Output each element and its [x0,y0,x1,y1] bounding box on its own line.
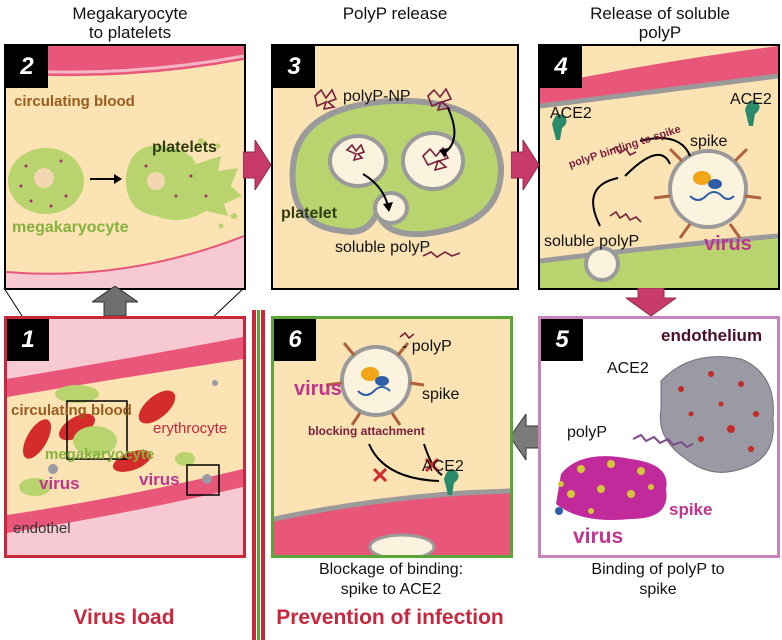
panel4-title-line1: Release of soluble [590,4,730,23]
p6-polyp-label: - polyP [402,338,452,355]
p5-ace2-label: ACE2 [607,360,649,377]
p4-polyp-binding-label: polyP binding to spike [567,123,682,171]
panel-1-number: 1 [7,319,49,361]
granule-right [401,131,465,191]
p6-virus-label: virus [294,378,342,400]
p1-endothel-label: endothel [13,520,71,537]
p1-virus-particle-1 [48,464,58,474]
arrow-4-to-5 [626,288,676,316]
p5-polyp-chain [632,433,694,449]
p1-virus-left-label: virus [39,474,80,493]
panel-4: ACE2 ACE2 polyP binding to spike spike s… [538,44,780,290]
erythrocyte-2 [138,390,176,424]
polyp-nanoparticles [314,87,453,172]
panel-1: circulating blood erythrocyte megakaryoc… [4,316,246,558]
panel2-title: Megakaryocyte to platelets [10,4,250,42]
platelet-cell [289,97,505,238]
p6-vessel [274,491,510,555]
panel-2-number: 2 [6,46,48,88]
arrow-5-to-6 [510,414,540,460]
p6-ace2-receptor [444,469,459,495]
p3-polyp-np-label: polyP-NP [343,88,411,105]
p4-ace2-right-label: ACE2 [730,91,772,108]
p4-soluble-polyp-label: soluble polyP [544,233,639,250]
p1-circulating-blood-label: circulating blood [11,402,132,419]
p6-spikes [325,342,425,426]
p4-ace2-left [552,114,567,140]
panel-3-number: 3 [273,46,315,88]
panel-6-number: 6 [274,319,316,361]
p4-virus-label: virus [704,233,752,255]
panel3-title: PolyP release [342,4,448,23]
panel-4-illustration: ACE2 ACE2 polyP binding to spike spike s… [540,46,778,288]
prevention-label: Prevention of infection [276,606,504,629]
panel2-title-line1: Megakaryocyte [72,4,188,23]
vessel-wall-top [6,46,244,77]
panel2-title-line2: to platelets [88,23,172,42]
fusing-granule [373,191,409,225]
p1-virus-right-label: virus [139,470,180,489]
p5-virus-label: virus [573,525,623,548]
p1-virus-particle-2 [202,474,212,484]
panel-2-illustration: circulating blood platelets megakaryocyt… [6,46,244,288]
p4-spikes [653,147,762,239]
fragmenting-megakaryocyte [125,145,242,220]
p2-circulating-blood-label: circulating blood [14,93,135,110]
p4-ace2-right [745,100,760,126]
panel-3: polyP-NP platelet soluble polyP 3 [271,44,519,290]
p6-block-marks [372,457,440,483]
p5-polyp-label: polyP [567,424,607,441]
arrow-1-to-2 [92,286,138,316]
granule-left [328,134,388,188]
panel-5-number: 5 [541,319,583,361]
vessel-wall-bottom [6,236,244,288]
erythrocyte-3 [112,450,152,472]
panel-2: circulating blood platelets megakaryocyt… [4,44,246,290]
divider-red [252,310,256,640]
p6-ace2-label: ACE2 [422,458,464,475]
erythrocyte-1 [23,419,52,459]
panel4-title-line2: polyP [638,23,682,42]
panel-3-illustration: polyP-NP platelet soluble polyP [281,87,505,258]
panel5-caption-line1: Binding of polyP to [591,561,725,578]
p1-zoom-box-2 [66,400,128,460]
p1-erythrocyte-label: erythrocyte [153,420,227,437]
p4-ace2-left-label: ACE2 [550,105,592,122]
panel-6: - polyP virus spike blocking attachment … [271,316,513,558]
p6-blocking-label: blocking attachment [308,424,425,438]
p1-vessel-bottom [7,469,243,533]
arrow-3-to-4 [511,140,539,190]
p2-megakaryocyte-label: megakaryocyte [12,219,129,236]
panel-5-illustration: endothelium ACE2 polyP spike virus [555,326,774,548]
divider-red-2 [261,310,265,640]
panel-1-illustration: circulating blood erythrocyte megakaryoc… [7,319,243,555]
panel6-caption: Blockage of binding: spike to ACE2 [271,560,511,600]
p1-megakaryocyte-label: megakaryocyte [45,446,154,463]
p1-megakaryocyte-cell [73,426,117,456]
p3-platelet-label: platelet [281,205,338,222]
p2-platelets-label: platelets [152,139,217,156]
panel-5: endothelium ACE2 polyP spike virus 5 [538,316,780,558]
panel-4-number: 4 [540,46,582,88]
p4-spike-label: spike [690,133,727,150]
virus-load-label: Virus load [73,606,175,629]
panel4-title: Release of soluble polyP [538,4,782,42]
panel6-caption-line2: spike to ACE2 [340,581,442,598]
p6-spike-label: spike [422,386,459,403]
panel5-caption-line2: spike [639,581,677,598]
p1-zoom-box-5 [186,464,220,496]
p3-soluble-polyp-label: soluble polyP [335,239,430,256]
arrow-2-to-3 [243,140,271,190]
p4-virus-particle [668,149,748,229]
p5-spike-label: spike [669,500,712,519]
ace2-protein-surface [659,356,774,473]
p5-endothelium-label: endothelium [661,326,762,345]
erythrocyte-4 [58,413,96,441]
divider-green [257,310,260,640]
panel5-caption: Binding of polyP to spike [538,560,778,600]
panel-6-illustration: - polyP virus spike blocking attachment … [274,331,510,555]
panel6-caption-line1: Blockage of binding: [318,561,464,578]
p1-vessel-top [7,337,243,397]
p4-vessel-top [540,46,778,106]
